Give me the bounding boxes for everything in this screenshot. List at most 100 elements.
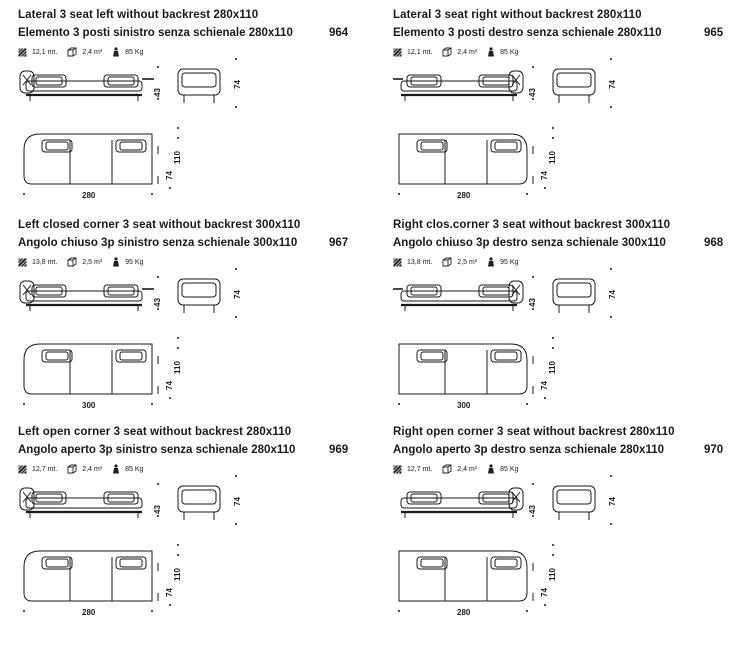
packing-volume: 2,4 m³ [457,465,478,473]
weight-value: 95 Kg [125,258,144,266]
product-code: 969 [329,444,349,456]
product-specs: 12,1 mt. 2,4 m³ 85 Kg [18,47,153,57]
front-elevation [19,70,154,101]
technical-drawing: 43 74 300 110 74 [393,268,617,410]
product-code: 968 [704,237,724,249]
dim-depth-label: 110 [548,568,557,581]
side-elevation [552,278,596,313]
fabric-amount: 13,8 mt. [32,258,58,266]
dim-height-label: 43 [528,88,537,97]
box-volume-icon [442,47,452,57]
front-elevation [393,280,524,311]
product-specs: 12,1 mt. 2,4 m³ 85 Kg [393,47,528,57]
weight-icon [488,47,495,57]
box-volume-icon [442,257,452,267]
product-title-en: Left open corner 3 seat without backrest… [18,426,292,438]
product-title-it: Angolo aperto 3p sinistro senza schienal… [18,444,296,456]
technical-drawing: 43 74 280 110 74 [398,475,617,617]
fabric-amount: 12,7 mt. [32,465,58,473]
front-elevation [19,487,143,518]
dim-height-label: 43 [153,88,162,97]
weight-icon [113,464,120,474]
weight-icon [488,257,495,267]
product-title-en: Right clos.corner 3 seat without backres… [393,219,671,231]
dim-depth-low-label: 74 [165,171,174,180]
product-item-969: Left open corner 3 seat without backrest… [18,426,378,631]
fabric-amount: 12,1 mt. [407,48,433,56]
product-title-en: Left closed corner 3 seat without backre… [18,219,301,231]
dim-height-label: 43 [528,298,537,307]
fabric-amount: 13,8 mt. [407,258,433,266]
dimension-dots [23,58,237,195]
dim-depth-low-label: 74 [540,588,549,597]
product-item-965: Lateral 3 seat right without backrest 28… [393,9,747,214]
dim-side-label: 74 [608,497,617,506]
product-item-968: Right clos.corner 3 seat without backres… [393,219,747,424]
packing-volume: 2,4 m³ [457,48,478,56]
dim-width-label: 300 [82,401,96,410]
dim-side-label: 74 [233,80,242,89]
dim-side-label: 74 [608,80,617,89]
product-item-970: Right open corner 3 seat without backres… [393,426,747,631]
side-elevation [552,68,596,103]
dim-depth-label: 110 [173,361,182,374]
dim-depth-label: 110 [173,568,182,581]
product-code: 970 [704,444,724,456]
dim-depth-low-label: 74 [165,588,174,597]
product-code: 964 [329,27,349,39]
dim-height-label: 43 [153,505,162,514]
front-elevation [393,70,524,101]
dim-width-label: 280 [457,191,471,200]
technical-drawing: 43 74 300 110 74 [19,268,242,410]
side-elevation [177,68,221,103]
dim-width-label: 280 [457,608,471,617]
dim-height-label: 43 [528,505,537,514]
fabric-amount: 12,1 mt. [32,48,58,56]
side-elevation [177,485,221,520]
product-item-964: Lateral 3 seat left without backrest 280… [18,9,378,214]
dim-side-label: 74 [233,290,242,299]
fabric-swatch-icon [393,464,402,474]
weight-value: 85 Kg [500,465,519,473]
product-title-en: Right open corner 3 seat without backres… [393,426,675,438]
plan-view [23,343,159,395]
dim-depth-label: 110 [548,151,557,164]
weight-icon [488,464,495,474]
dim-depth-label: 110 [548,361,557,374]
product-code: 967 [329,237,349,249]
weight-value: 95 Kg [500,258,519,266]
fabric-amount: 12,7 mt. [407,465,433,473]
product-specs: 12,7 mt. 2,4 m³ 85 Kg [18,464,153,474]
dim-side-label: 74 [233,497,242,506]
product-title-it: Angolo aperto 3p destro senza schienale … [393,444,664,456]
fabric-swatch-icon [393,257,402,267]
dim-depth-label: 110 [173,151,182,164]
weight-icon [113,257,120,267]
plan-view [398,550,534,602]
fabric-swatch-icon [18,47,27,57]
dim-depth-low-label: 74 [540,381,549,390]
product-title-it: Angolo chiuso 3p destro senza schienale … [393,237,666,249]
dimension-dots [23,475,237,612]
dim-width-label: 300 [457,401,471,410]
product-specs: 13,8 mt. 2,5 m³ 95 Kg [18,257,153,267]
side-elevation [552,485,596,520]
dim-depth-low-label: 74 [165,381,174,390]
product-code: 965 [704,27,724,39]
weight-value: 85 Kg [125,48,144,56]
fabric-swatch-icon [18,464,27,474]
plan-view [23,133,159,185]
packing-volume: 2,5 m³ [457,258,478,266]
dim-height-label: 43 [153,298,162,307]
dim-side-label: 74 [608,290,617,299]
product-item-967: Left closed corner 3 seat without backre… [18,219,378,424]
fabric-swatch-icon [393,47,402,57]
plan-view [398,343,534,395]
box-volume-icon [67,257,77,267]
weight-icon [113,47,120,57]
product-title-it: Elemento 3 posti sinistro senza schienal… [18,27,293,39]
fabric-swatch-icon [18,257,27,267]
